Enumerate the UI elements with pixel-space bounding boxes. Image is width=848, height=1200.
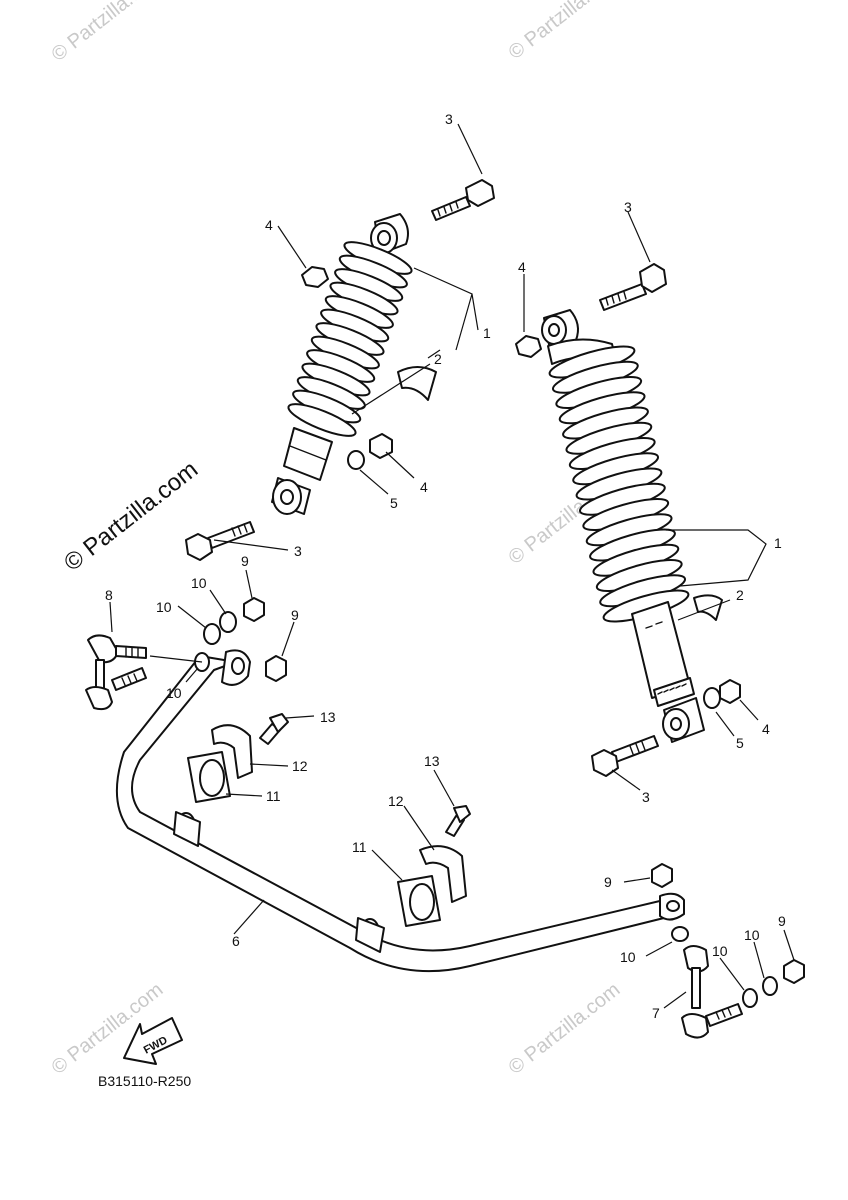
- right-washer-b: [742, 988, 758, 1008]
- right-bottom-washer: [703, 687, 721, 709]
- callout-left-bushing: 11: [266, 788, 281, 804]
- left-stabilizer-link: [85, 634, 147, 711]
- callout-left-washer-b: 10: [156, 599, 172, 615]
- right-spring-coils: [548, 345, 690, 623]
- callout-right-washer-a: 10: [620, 949, 636, 965]
- callout-left-washer-a: 10: [191, 575, 207, 591]
- callout-stabilizer-bar: 6: [232, 933, 240, 949]
- right-shock-assembly: 3 4 1 2 4 5 3: [515, 199, 782, 805]
- watermark-bottom-left: © Partzilla.com: [48, 979, 168, 1079]
- left-nut-b: [265, 655, 287, 682]
- callout-right-shock: 1: [774, 535, 782, 551]
- callout-left-guard: 2: [434, 351, 442, 367]
- callout-left-nut-b: 9: [291, 607, 299, 623]
- left-nut-a: [243, 597, 265, 622]
- callout-left-bottom-washer: 5: [390, 495, 398, 511]
- right-nut-a: [651, 863, 673, 888]
- left-spring-coils: [287, 241, 413, 437]
- right-bottom-bolt: [591, 735, 659, 777]
- callout-right-link: 7: [652, 1005, 660, 1021]
- callout-right-washer-b: 10: [712, 943, 728, 959]
- callout-left-washer-c: 10: [166, 685, 182, 701]
- callout-left-link: 8: [105, 587, 113, 603]
- callout-right-top-nut: 4: [518, 259, 526, 275]
- right-shock-absorber: [541, 309, 705, 743]
- fwd-arrow-icon: FWD: [123, 1017, 183, 1065]
- left-washer-a: [203, 623, 221, 645]
- right-washer-c: [762, 976, 778, 996]
- callout-left-shock: 1: [483, 325, 491, 341]
- diagram-code: B315110-R250: [98, 1073, 191, 1089]
- left-spring-guard: [397, 366, 437, 401]
- right-washer-a: [671, 926, 689, 942]
- callout-left-clamp-bolt: 13: [320, 709, 336, 725]
- callout-left-top-bolt: 3: [445, 111, 453, 127]
- callout-right-top-bolt: 3: [624, 199, 632, 215]
- right-stabilizer-link: [681, 945, 743, 1039]
- callout-right-clamp-bolt: 13: [424, 753, 440, 769]
- watermark-top-right: © Partzilla.com: [505, 0, 625, 64]
- left-clamp-bolt: [259, 713, 289, 745]
- right-clamp-bolt: [445, 805, 471, 837]
- right-top-nut: [515, 335, 542, 358]
- right-top-bolt: [599, 263, 667, 311]
- left-bottom-bolt: [185, 521, 255, 561]
- callout-left-nut-a: 9: [241, 553, 249, 569]
- left-shock-assembly: 3 4 1 2 4 5 3: [185, 111, 495, 561]
- left-clamp: [211, 724, 253, 779]
- left-washer-b: [219, 611, 237, 633]
- left-top-bolt: [431, 179, 495, 221]
- callout-right-bottom-washer: 5: [736, 735, 744, 751]
- right-bottom-nut: [719, 679, 741, 704]
- callout-right-bottom-bolt: 3: [642, 789, 650, 805]
- callout-right-washer-c: 10: [744, 927, 760, 943]
- stabilizer-bar: [115, 655, 673, 973]
- callout-right-guard: 2: [736, 587, 744, 603]
- callout-right-bottom-nut: 4: [762, 721, 770, 737]
- callout-right-clamp: 12: [388, 793, 404, 809]
- right-clamp: [419, 845, 467, 903]
- left-top-nut: [301, 266, 329, 288]
- callout-left-bottom-bolt: 3: [294, 543, 302, 559]
- callout-left-bottom-nut: 4: [420, 479, 428, 495]
- watermark-top-left: © Partzilla.com: [48, 0, 168, 66]
- left-bottom-washer: [347, 450, 365, 470]
- watermark-bottom-right: © Partzilla.com: [505, 979, 625, 1079]
- callout-right-nut-b: 9: [778, 913, 786, 929]
- callout-left-clamp: 12: [292, 758, 308, 774]
- right-spring-guard: [693, 594, 723, 621]
- callout-left-top-nut: 4: [265, 217, 273, 233]
- callout-right-nut-a: 9: [604, 874, 612, 890]
- stabilizer-assembly: 8 9 9 10 10 10 13 12 11 6 13 12 11 9 10 …: [85, 553, 805, 1039]
- callout-right-bushing: 11: [352, 839, 367, 855]
- spring-coil: [287, 403, 357, 437]
- left-shock-absorber: [271, 213, 413, 515]
- watermark-main: © Partzilla.com: [59, 456, 203, 577]
- right-nut-b: [783, 959, 805, 984]
